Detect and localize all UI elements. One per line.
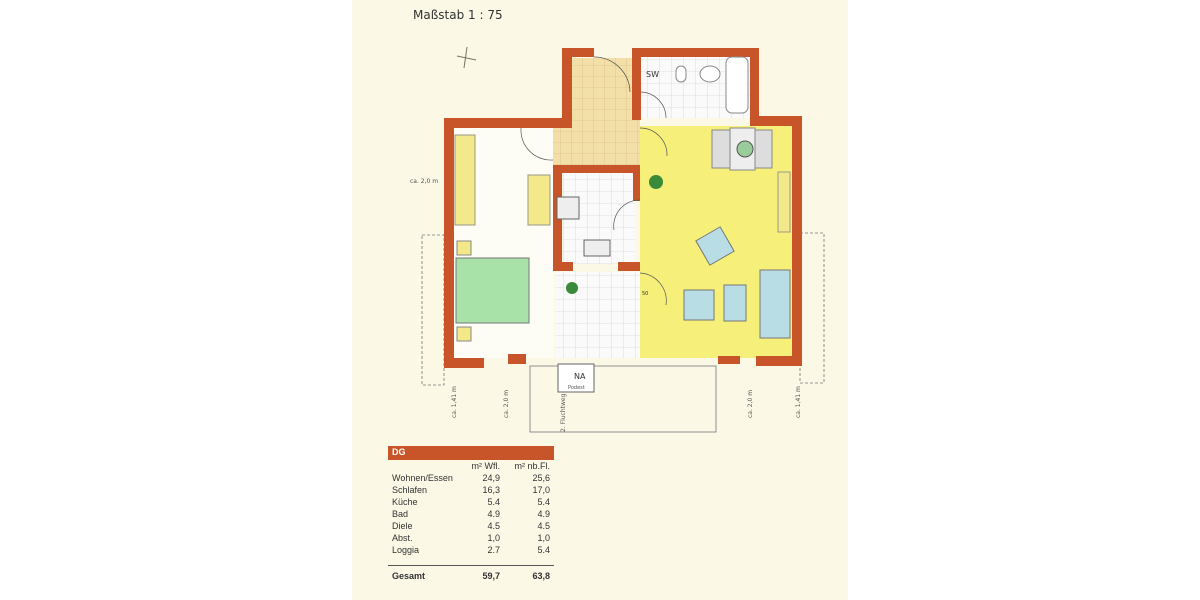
hall-lower-floor xyxy=(553,126,640,165)
sw-label: SW xyxy=(646,70,659,79)
table-row: Küche 5.4 5.4 xyxy=(388,496,554,508)
dimension-label: ca. 1,41 m xyxy=(451,386,458,418)
cell-wfl: 2.7 xyxy=(487,545,500,555)
cell-nbfl: 5.4 xyxy=(537,545,550,555)
table-header: m² Wfl. m² nb.Fl. xyxy=(388,460,554,472)
plant-icon xyxy=(649,175,663,189)
dining-table xyxy=(711,127,773,171)
area-table: DG m² Wfl. m² nb.Fl. Wohnen/Essen 24,9 25,… xyxy=(388,446,554,582)
dimension-label: ca. 2,0 m xyxy=(747,390,754,418)
total-label: Gesamt xyxy=(392,571,426,581)
col-nbfl: m² nb.Fl. xyxy=(514,461,550,471)
col-wfl: m² Wfl. xyxy=(471,461,501,471)
stove xyxy=(556,196,580,220)
toilet xyxy=(675,65,687,83)
table-row: Schlafen 16,3 17,0 xyxy=(388,484,554,496)
table-row: Bad 4.9 4.9 xyxy=(388,508,554,520)
table-row: Loggia 2.7 5.4 xyxy=(388,544,554,556)
table-row: Wohnen/Essen 24,9 25,6 xyxy=(388,472,554,484)
scale-label: Maßstab 1 : 75 xyxy=(413,8,503,22)
cell-nbfl: 25,6 xyxy=(532,473,550,483)
cell-room: Bad xyxy=(392,509,409,519)
table-title: DG xyxy=(388,446,554,460)
door-width-label: 50 xyxy=(642,291,648,297)
cell-room: Schlafen xyxy=(392,485,428,495)
sideboard xyxy=(777,171,791,233)
table-row: Diele 4.5 4.5 xyxy=(388,520,554,532)
cell-wfl: 4.9 xyxy=(487,509,500,519)
cell-room: Küche xyxy=(392,497,418,507)
cell-nbfl: 17,0 xyxy=(532,485,550,495)
na-podest xyxy=(557,363,595,393)
dimension-label: ca. 2,0 m xyxy=(410,178,438,185)
cell-room: Diele xyxy=(392,521,413,531)
fluchtweg-label: 2. Fluchtweg xyxy=(560,393,567,432)
total-nbfl: 63,8 xyxy=(532,571,550,581)
cell-wfl: 4.5 xyxy=(487,521,500,531)
fluchtweg-outline xyxy=(529,365,717,433)
armchair xyxy=(683,289,715,321)
cell-wfl: 1,0 xyxy=(487,533,500,543)
sink xyxy=(699,65,721,83)
cell-wfl: 5.4 xyxy=(487,497,500,507)
divider xyxy=(388,565,554,566)
walls xyxy=(444,48,802,368)
cell-room: Loggia xyxy=(392,545,420,555)
cell-room: Wohnen/Essen xyxy=(392,473,453,483)
kitchen-sink xyxy=(583,239,611,257)
coffee-table xyxy=(723,284,747,322)
sofa xyxy=(759,269,791,339)
armchair xyxy=(695,226,735,266)
compass-icon xyxy=(456,46,477,69)
cell-nbfl: 1,0 xyxy=(537,533,550,543)
dimension-label: ca. 2,0 m xyxy=(503,390,510,418)
nightstand xyxy=(456,240,472,256)
table-row: Abst. 1,0 1,0 xyxy=(388,532,554,544)
cell-wfl: 24,9 xyxy=(482,473,500,483)
total-wfl: 59,7 xyxy=(482,571,500,581)
cell-nbfl: 4.9 xyxy=(537,509,550,519)
bed xyxy=(455,257,530,324)
podest-label: Podest xyxy=(568,385,585,391)
wardrobe xyxy=(454,134,551,226)
cell-room: Abst. xyxy=(392,533,413,543)
total-row: Gesamt 59,7 63,8 xyxy=(388,570,554,582)
cell-nbfl: 5.4 xyxy=(537,497,550,507)
dimension-label: ca. 1,41 m xyxy=(795,386,802,418)
na-label: NA xyxy=(574,372,586,381)
bathtub xyxy=(725,56,749,114)
nightstand xyxy=(456,326,472,342)
plant-icon xyxy=(566,282,578,294)
door-swings xyxy=(520,56,668,306)
cell-nbfl: 4.5 xyxy=(537,521,550,531)
cell-wfl: 16,3 xyxy=(482,485,500,495)
